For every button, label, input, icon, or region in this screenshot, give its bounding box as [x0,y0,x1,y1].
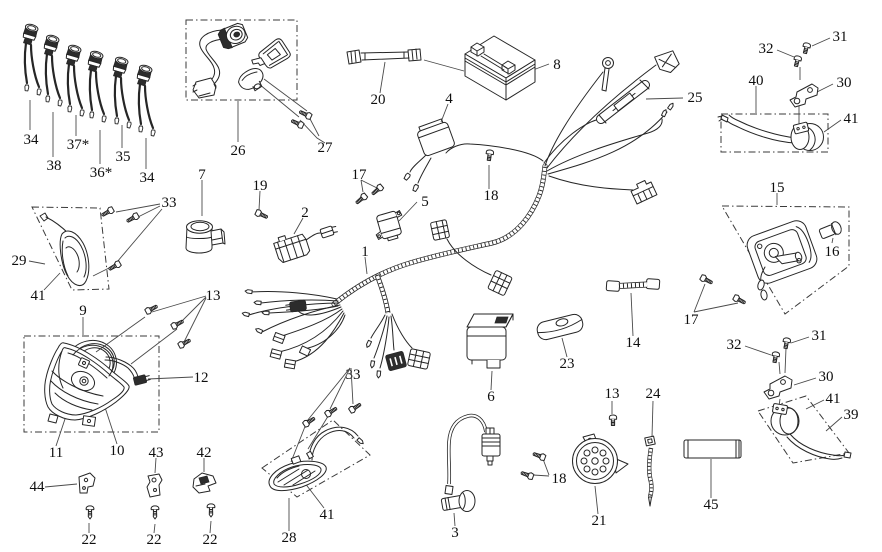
svg-text:43: 43 [149,445,164,461]
svg-text:44: 44 [30,479,46,495]
svg-text:34: 34 [140,170,156,186]
svg-text:22: 22 [147,532,162,548]
svg-text:4: 4 [445,91,453,107]
svg-text:26: 26 [231,143,247,159]
svg-text:15: 15 [770,180,785,196]
svg-text:30: 30 [837,75,852,91]
svg-text:18: 18 [552,471,567,487]
svg-text:19: 19 [253,178,268,194]
svg-text:33: 33 [162,195,177,211]
svg-text:29: 29 [12,253,27,269]
svg-text:23: 23 [560,356,575,372]
svg-text:31: 31 [812,328,827,344]
svg-text:8: 8 [553,57,561,73]
svg-text:35: 35 [116,149,131,165]
svg-text:5: 5 [421,194,429,210]
svg-text:22: 22 [203,532,218,548]
svg-text:36*: 36* [90,165,113,181]
svg-text:41: 41 [320,507,335,523]
svg-text:42: 42 [197,445,212,461]
svg-text:41: 41 [826,391,841,407]
svg-text:40: 40 [749,73,764,89]
svg-text:41: 41 [844,111,859,127]
svg-text:30: 30 [819,369,834,385]
svg-text:27: 27 [318,140,334,156]
svg-text:45: 45 [704,497,719,513]
svg-text:20: 20 [371,92,386,108]
svg-text:22: 22 [82,532,97,548]
svg-text:17: 17 [352,167,368,183]
svg-text:13: 13 [605,386,620,402]
svg-text:6: 6 [487,389,495,405]
svg-text:14: 14 [626,335,642,351]
svg-text:11: 11 [49,445,63,461]
svg-text:16: 16 [825,244,841,260]
svg-text:38: 38 [47,158,62,174]
svg-text:37*: 37* [67,137,90,153]
svg-text:18: 18 [484,188,499,204]
svg-text:32: 32 [759,41,774,57]
svg-text:21: 21 [592,513,607,529]
svg-text:41: 41 [31,288,46,304]
svg-text:28: 28 [282,530,297,546]
svg-text:10: 10 [110,443,125,459]
svg-text:31: 31 [833,29,848,45]
svg-text:7: 7 [198,167,206,183]
svg-text:33: 33 [346,367,361,383]
svg-text:39: 39 [844,407,859,423]
svg-text:1: 1 [361,244,369,260]
svg-text:32: 32 [727,337,742,353]
svg-text:25: 25 [688,90,703,106]
svg-text:12: 12 [194,370,209,386]
svg-text:34: 34 [24,132,40,148]
svg-text:24: 24 [646,386,662,402]
svg-text:3: 3 [451,525,459,541]
svg-text:17: 17 [684,312,700,328]
svg-text:13: 13 [206,288,221,304]
svg-text:9: 9 [79,303,87,319]
svg-text:2: 2 [301,205,309,221]
